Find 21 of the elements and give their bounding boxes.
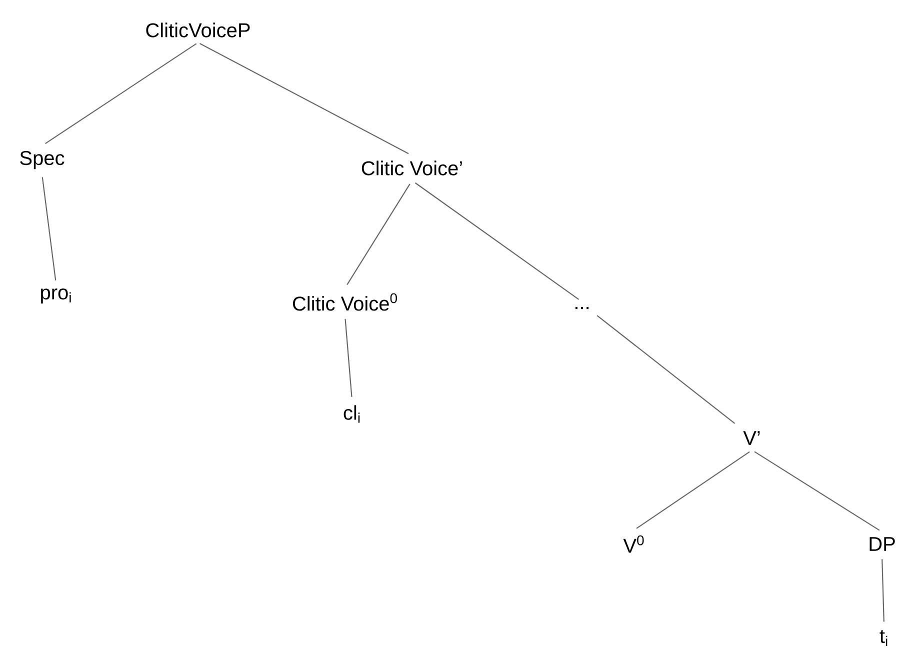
branch-line [42,177,56,280]
branch-line [45,43,197,144]
branch-line [596,315,736,424]
tree-label: Clitic Voice’ [362,160,462,176]
tree-label: pro$_{i}$ [41,288,71,304]
branch-line [636,451,750,529]
tree-label: ... [576,306,589,310]
branch-line [344,318,352,398]
branch-line [200,43,409,154]
tree-label: cl$_{i}$ [344,405,360,423]
branch-line [346,184,410,285]
tree-label: Clitic Voice$^{0}$ [292,293,398,311]
branch-line [414,182,580,300]
branch-line [882,559,884,622]
tree-label: CliticVoiceP [146,22,250,38]
tree-label: DP [870,537,895,551]
tree-label: t$_{i}$ [880,630,888,646]
tree-label: V$^{0}$ [623,535,644,553]
branch-line [754,451,880,531]
tree-label: Spec [20,150,64,170]
tree-label: V’ [743,431,760,445]
